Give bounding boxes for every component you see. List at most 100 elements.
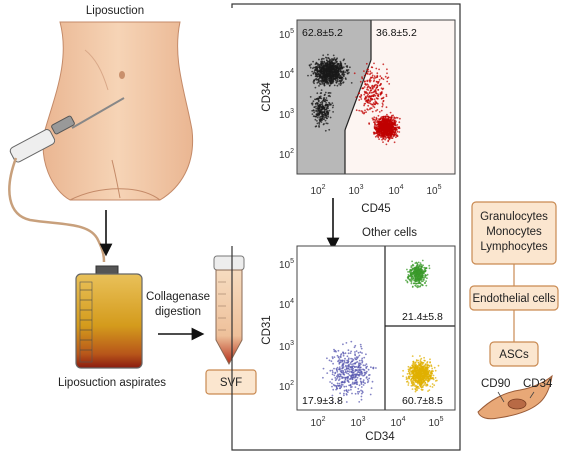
flow-event-dot — [316, 116, 319, 119]
flow-event-dot — [371, 72, 373, 74]
flow-event-dot — [371, 117, 374, 120]
flow-event-dot — [380, 82, 382, 85]
flow-event-dot — [412, 381, 415, 384]
flow-event-dot — [366, 92, 369, 94]
flow-event-dot — [363, 86, 366, 88]
flow-event-dot — [411, 278, 414, 281]
flow-event-dot — [395, 132, 397, 135]
flow-event-dot — [416, 277, 418, 280]
flow-event-dot — [408, 278, 411, 281]
flow-event-dot — [326, 81, 328, 83]
flow-event-dot — [316, 122, 319, 125]
flow-event-dot — [324, 129, 327, 132]
flow-event-dot — [341, 384, 344, 386]
flow-event-dot — [322, 54, 325, 57]
flow-event-dot — [360, 110, 363, 112]
flow-event-dot — [415, 360, 418, 362]
flow-event-dot — [382, 99, 385, 102]
flow-event-dot — [367, 380, 370, 382]
flow-event-dot — [339, 67, 342, 70]
flow-event-dot — [325, 59, 328, 61]
endothelial-label: Endothelial cells — [472, 293, 555, 305]
flow-event-dot — [429, 358, 431, 361]
flow-event-dot — [410, 266, 413, 269]
flow-event-dot — [324, 114, 327, 117]
flow-event-dot — [412, 371, 414, 373]
flow-event-dot — [372, 367, 375, 370]
flow-event-dot — [309, 96, 312, 98]
flow-event-dot — [421, 274, 424, 277]
flow-event-dot — [323, 83, 325, 85]
bottom-x-tick: 105 — [428, 416, 443, 429]
flow-event-dot — [386, 72, 388, 75]
flow-event-dot — [346, 70, 349, 72]
flow-event-dot — [407, 384, 410, 386]
flow-event-dot — [429, 374, 432, 377]
svf-label: SVF — [220, 377, 242, 389]
flow-event-dot — [363, 70, 365, 72]
flow-event-dot — [414, 385, 416, 388]
flow-event-dot — [416, 272, 418, 275]
flow-event-dot — [350, 357, 352, 360]
liposuction-label: Liposuction — [86, 5, 144, 17]
granulocytes-label: Granulocytes — [480, 211, 548, 223]
flow-event-dot — [315, 107, 318, 110]
flow-event-dot — [426, 361, 429, 363]
flow-event-dot — [357, 356, 360, 358]
top-y-tick: 103 — [279, 108, 294, 121]
flow-event-dot — [327, 92, 330, 94]
flow-event-dot — [373, 106, 376, 109]
flow-event-dot — [334, 372, 337, 375]
flow-event-dot — [360, 398, 363, 401]
flow-event-dot — [358, 384, 361, 387]
flow-event-dot — [387, 140, 390, 143]
flow-event-dot — [331, 394, 334, 397]
flow-event-dot — [335, 367, 338, 370]
flow-event-dot — [376, 102, 379, 105]
flow-event-dot — [353, 346, 356, 349]
flow-event-dot — [331, 357, 334, 360]
flow-event-dot — [320, 72, 323, 75]
flow-event-dot — [389, 127, 391, 129]
flow-event-dot — [328, 128, 331, 131]
flow-event-dot — [421, 389, 423, 391]
flow-event-dot — [334, 74, 337, 77]
flow-event-dot — [425, 384, 428, 387]
flow-event-dot — [315, 105, 317, 108]
flow-event-dot — [359, 343, 362, 346]
flow-event-dot — [359, 363, 362, 365]
flow-event-dot — [407, 365, 410, 368]
flow-event-dot — [350, 371, 353, 373]
flow-event-dot — [425, 377, 428, 379]
flow-event-dot — [325, 103, 327, 106]
flow-event-dot — [352, 363, 355, 365]
flow-event-dot — [335, 375, 338, 378]
lymphocytes-label: Lymphocytes — [480, 241, 548, 253]
flow-event-dot — [423, 272, 425, 275]
flow-event-dot — [420, 378, 423, 381]
flow-event-dot — [335, 76, 338, 79]
flow-event-dot — [347, 367, 350, 370]
flow-event-dot — [353, 373, 356, 376]
flow-event-dot — [342, 66, 345, 69]
flow-event-dot — [323, 113, 326, 116]
flow-event-dot — [410, 273, 413, 276]
flow-event-dot — [348, 384, 350, 387]
flow-event-dot — [327, 111, 330, 114]
flow-event-dot — [322, 367, 325, 370]
flow-event-dot — [327, 53, 329, 56]
flow-event-dot — [319, 76, 322, 79]
flow-event-dot — [375, 92, 377, 94]
flow-event-dot — [417, 276, 420, 278]
flow-event-dot — [421, 266, 423, 268]
flow-event-dot — [375, 110, 377, 112]
flow-event-dot — [345, 78, 347, 80]
flow-event-dot — [399, 117, 401, 120]
flow-event-dot — [310, 74, 313, 77]
flow-event-dot — [388, 119, 391, 122]
flow-event-dot — [343, 389, 346, 392]
flow-event-dot — [366, 80, 369, 83]
flow-event-dot — [416, 280, 419, 283]
flow-event-dot — [317, 64, 319, 66]
flow-event-dot — [318, 75, 321, 78]
